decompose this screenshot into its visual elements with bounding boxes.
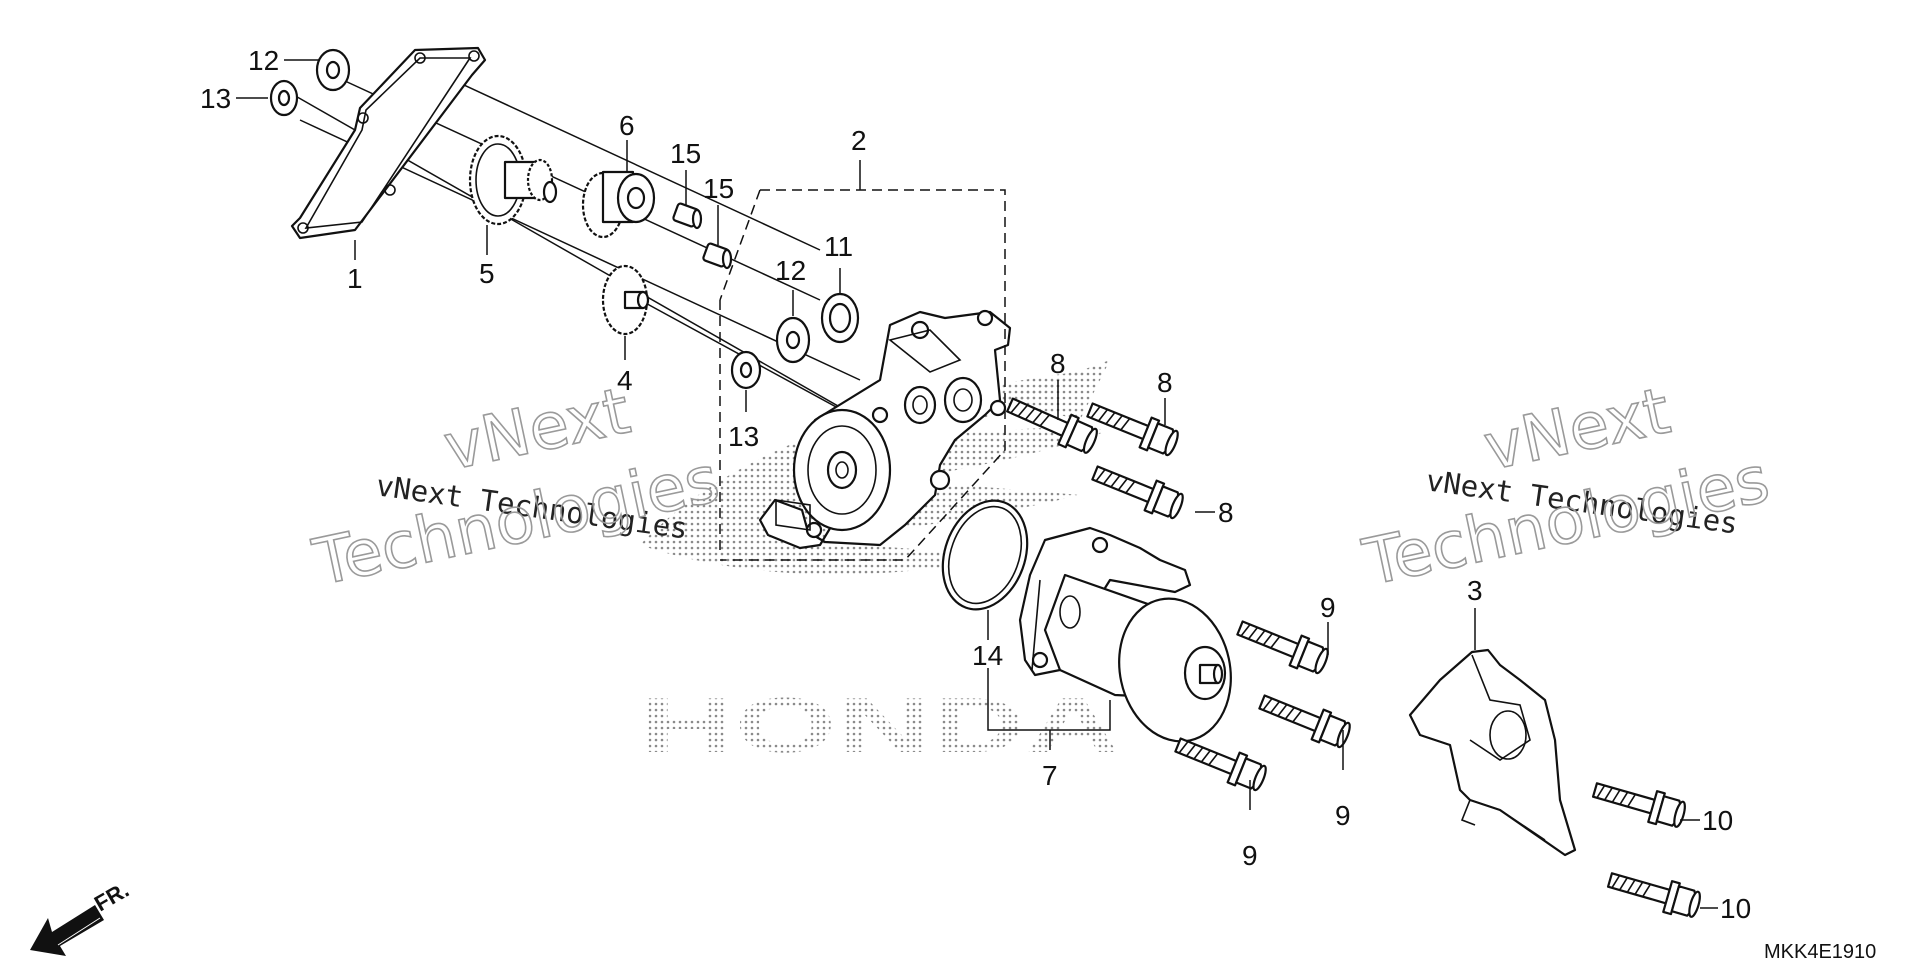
bracket-part-2: [719, 160, 1006, 561]
washer-part-13-top: [269, 79, 299, 117]
label-part-5: 5: [479, 258, 495, 289]
label-part-11: 11: [824, 231, 853, 262]
o-ring-part-14: [941, 499, 1029, 611]
label-part-12-mid: 12: [775, 255, 806, 286]
gear-part-5: [468, 134, 558, 226]
label-part-14: 14: [972, 640, 1003, 671]
label-part-13-low: 13: [728, 421, 759, 452]
label-part-8-a: 8: [1050, 348, 1066, 379]
label-part-6: 6: [619, 110, 635, 141]
motor-part-7: [1018, 526, 1232, 743]
bracket-part-7: [987, 668, 1111, 750]
gear-part-6: [581, 170, 656, 239]
label-part-15-a: 15: [670, 138, 701, 169]
label-part-12-top: 12: [248, 45, 279, 76]
cover-part-3: [1408, 648, 1577, 857]
bolt-part-8-b: [1082, 394, 1183, 461]
label-part-4: 4: [617, 365, 633, 396]
bolt-part-8-c: [1087, 457, 1188, 524]
bearing-part-11: [820, 292, 860, 344]
part-labels: 12 13 1 5 6 4 15 15 2 12 11 13 8 8 8 14 …: [200, 45, 1751, 924]
bolt-part-9-b: [1254, 686, 1355, 753]
watermark-left: vNext Technologies vNext Technologies: [306, 374, 726, 602]
label-part-9-c: 9: [1242, 840, 1258, 871]
label-part-2: 2: [851, 125, 867, 156]
leader-lines: [236, 59, 1718, 909]
label-part-1: 1: [347, 263, 363, 294]
svg-text:HONDA: HONDA: [640, 681, 1120, 769]
bolt-part-10-a: [1589, 773, 1689, 832]
label-part-9-a: 9: [1320, 592, 1336, 623]
label-part-9-b: 9: [1335, 800, 1351, 831]
label-part-8-c: 8: [1218, 497, 1234, 528]
label-part-13-top: 13: [200, 83, 231, 114]
honda-logo-text: HONDA: [640, 681, 1120, 769]
washer-part-12-mid: [775, 316, 811, 364]
label-part-10-b: 10: [1720, 893, 1751, 924]
label-part-10-a: 10: [1702, 805, 1733, 836]
gear-case-part-2: [758, 309, 1012, 550]
label-part-3: 3: [1467, 575, 1483, 606]
gear-part-4: [601, 264, 650, 336]
diagram-code: MKK4E1910: [1764, 941, 1876, 960]
front-arrow-icon: FR.: [30, 877, 133, 956]
watermark-right: vNext Technologies vNext Technologies: [1356, 374, 1776, 602]
bolt-part-9-c: [1170, 729, 1271, 796]
svg-text:MKK4E1910: MKK4E1910: [1764, 941, 1876, 960]
label-part-8-b: 8: [1157, 367, 1173, 398]
gasket-part-1: [290, 46, 487, 240]
bolt-part-9-a: [1232, 612, 1333, 679]
label-part-15-b: 15: [703, 173, 734, 204]
bolt-part-10-b: [1604, 863, 1704, 922]
dowel-part-15-a: [672, 202, 703, 230]
label-part-7: 7: [1042, 760, 1058, 791]
dowel-part-15-b: [702, 242, 733, 270]
washer-part-13-low: [730, 350, 762, 390]
washer-part-12-top: [315, 48, 351, 92]
